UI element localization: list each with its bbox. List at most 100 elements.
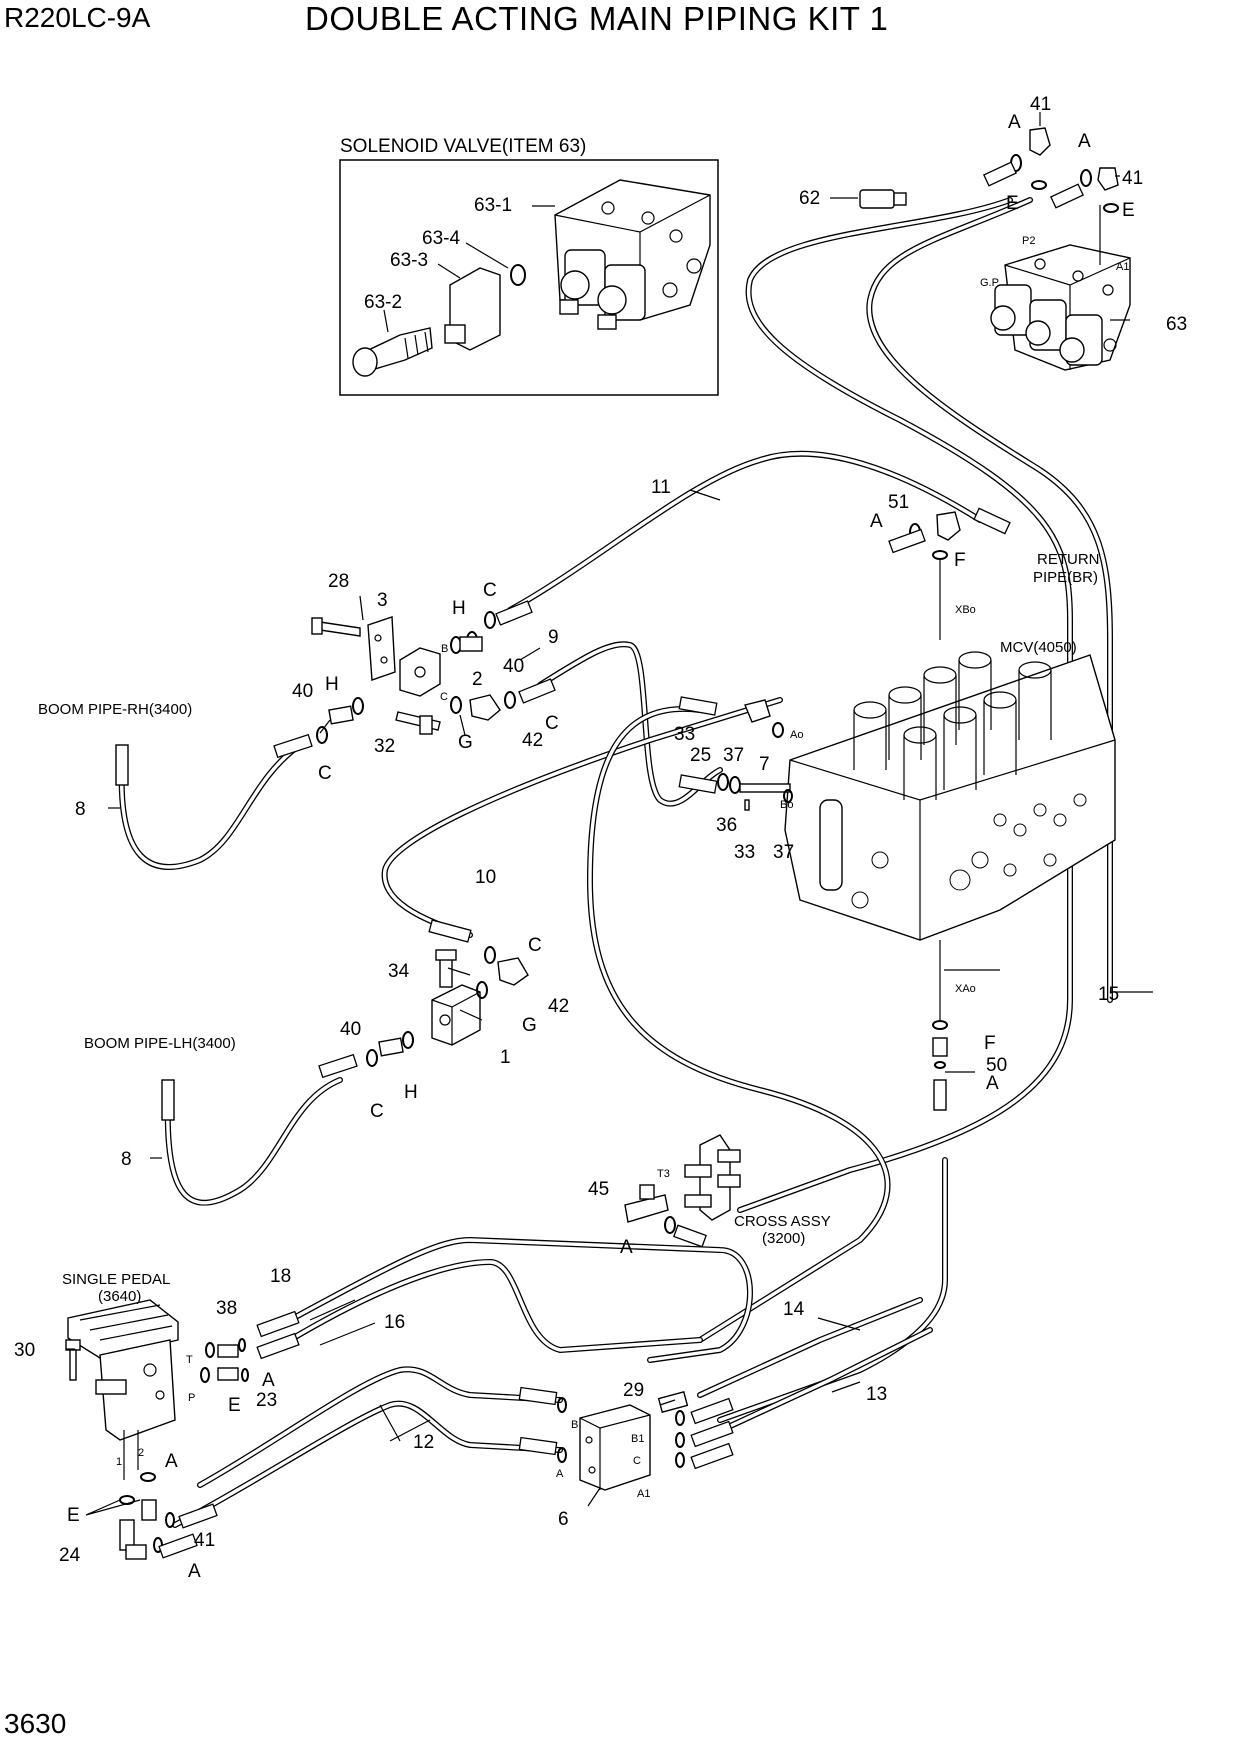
callout-e-top2: E <box>1122 200 1135 221</box>
callout-37-1: 37 <box>723 745 744 766</box>
callout-a-top2: A <box>1078 131 1091 152</box>
callout-6: 6 <box>558 1509 569 1530</box>
port-p2: P2 <box>1022 235 1035 247</box>
callout-41-top: 41 <box>1030 94 1051 115</box>
single-pedal-label-1: SINGLE PEDAL <box>62 1271 170 1288</box>
port-gp: G.P <box>980 277 999 289</box>
port-xbo: XBo <box>955 604 976 616</box>
callout-33-2: 33 <box>734 842 755 863</box>
port-cross-t3: T3 <box>657 1168 670 1180</box>
callout-a-lower1: A <box>165 1451 178 1472</box>
port-ao: Ao <box>790 729 803 741</box>
block-6 <box>518 1386 734 1491</box>
pressure-sensor-62 <box>859 189 895 209</box>
plate-3 <box>367 616 396 681</box>
callout-c-3: C <box>318 763 332 784</box>
return-pipe-label-2: PIPE(BR) <box>1033 569 1098 586</box>
cross-assy-label-1: CROSS ASSY <box>734 1213 831 1230</box>
callout-8-lh: 8 <box>121 1149 132 1170</box>
callout-a-50: A <box>986 1073 999 1094</box>
block-2 <box>399 647 441 697</box>
port-blk6-c: C <box>633 1455 641 1467</box>
callout-c-5: C <box>370 1101 384 1122</box>
callout-63-2: 63-2 <box>364 292 402 313</box>
port-pedal-p: P <box>188 1392 195 1404</box>
port-bo: Bo <box>780 799 793 811</box>
callout-a-51: A <box>870 511 883 532</box>
mcv-port-fittings <box>678 696 793 811</box>
callout-63: 63 <box>1166 314 1187 335</box>
callout-10: 10 <box>475 867 496 888</box>
callout-37-2: 37 <box>773 842 794 863</box>
callout-e-lower: E <box>67 1505 80 1526</box>
callout-e-top1: E <box>1006 193 1019 214</box>
mcv-label: MCV(4050) <box>1000 639 1077 656</box>
callout-c-2: C <box>545 713 559 734</box>
callout-2: 2 <box>472 669 483 690</box>
port-pedal-t: T <box>186 1354 193 1366</box>
solenoid-valve-63 <box>830 112 1131 371</box>
callout-12: 12 <box>413 1432 434 1453</box>
bolt-7 <box>739 783 791 793</box>
inset-frame <box>339 159 719 396</box>
port-pedal-1: 1 <box>116 1456 122 1468</box>
port-pedal-2: 2 <box>138 1447 144 1459</box>
manifold-blocks <box>115 600 556 1121</box>
return-pipe-label-1: RETURN <box>1037 551 1100 568</box>
callout-63-1: 63-1 <box>474 195 512 216</box>
model-number: R220LC-9A <box>4 2 151 33</box>
leader-lines <box>66 489 1153 1516</box>
elbow-42-a <box>469 694 501 721</box>
flange-25 <box>744 699 771 723</box>
page-number: 3630 <box>4 1708 67 1739</box>
callout-41-lower: 41 <box>194 1530 215 1551</box>
callout-f-bottom: F <box>984 1033 996 1054</box>
callout-32: 32 <box>374 736 395 757</box>
single-pedal-label-2: (3640) <box>98 1288 141 1305</box>
assembly-labels: RETURN PIPE(BR) MCV(4050) BOOM PIPE-RH(3… <box>38 551 1100 1305</box>
port-blk6-b: B <box>571 1419 578 1431</box>
cross-assembly <box>624 1134 741 1248</box>
callout-h-2: H <box>325 674 339 695</box>
elbow-42-b <box>497 957 529 986</box>
port-blk6-a: A <box>556 1468 564 1480</box>
inset-title: SOLENOID VALVE(ITEM 63) <box>340 136 586 157</box>
boom-pipe-rh-label: BOOM PIPE-RH(3400) <box>38 701 192 718</box>
callout-23: 23 <box>256 1390 277 1411</box>
callout-45: 45 <box>588 1179 609 1200</box>
cross-assy-label-2: (3200) <box>762 1230 805 1247</box>
port-block-b: B <box>441 643 448 655</box>
callout-40-1: 40 <box>503 656 524 677</box>
port-labels: P2 G.P A1 XBo XAo Ao Bo B C T3 T P 1 2 B… <box>116 235 1129 1500</box>
callout-c-4: C <box>528 935 542 956</box>
o-ring-63-4 <box>510 264 526 286</box>
callout-c-1: C <box>483 580 497 601</box>
callout-8-rh: 8 <box>75 799 86 820</box>
callout-a-top1: A <box>1008 112 1021 133</box>
callout-40-2: 40 <box>292 681 313 702</box>
callout-3: 3 <box>377 590 388 611</box>
callout-24: 24 <box>59 1545 81 1566</box>
elbow-51 <box>936 511 961 541</box>
port-blk6-b1: B1 <box>631 1433 644 1445</box>
callout-29: 29 <box>623 1380 644 1401</box>
callout-50: 50 <box>986 1055 1007 1076</box>
callout-14: 14 <box>783 1299 805 1320</box>
callout-38: 38 <box>216 1298 237 1319</box>
fitting-29 <box>657 1391 689 1413</box>
callout-62: 62 <box>799 188 820 209</box>
port-a1-valve: A1 <box>1116 261 1129 273</box>
block-1 <box>431 984 481 1046</box>
callout-36: 36 <box>716 815 737 836</box>
port-blk6-a1: A1 <box>637 1488 650 1500</box>
callout-63-3: 63-3 <box>390 250 428 271</box>
port-block-c: C <box>440 691 448 703</box>
callout-42-2: 42 <box>548 996 569 1017</box>
callout-34: 34 <box>388 961 410 982</box>
boom-pipe-rh-end <box>115 744 129 786</box>
callout-15: 15 <box>1098 984 1119 1005</box>
callout-13: 13 <box>866 1384 887 1405</box>
elbow-41-b <box>1097 167 1119 191</box>
callout-e-pedal: E <box>228 1395 241 1416</box>
